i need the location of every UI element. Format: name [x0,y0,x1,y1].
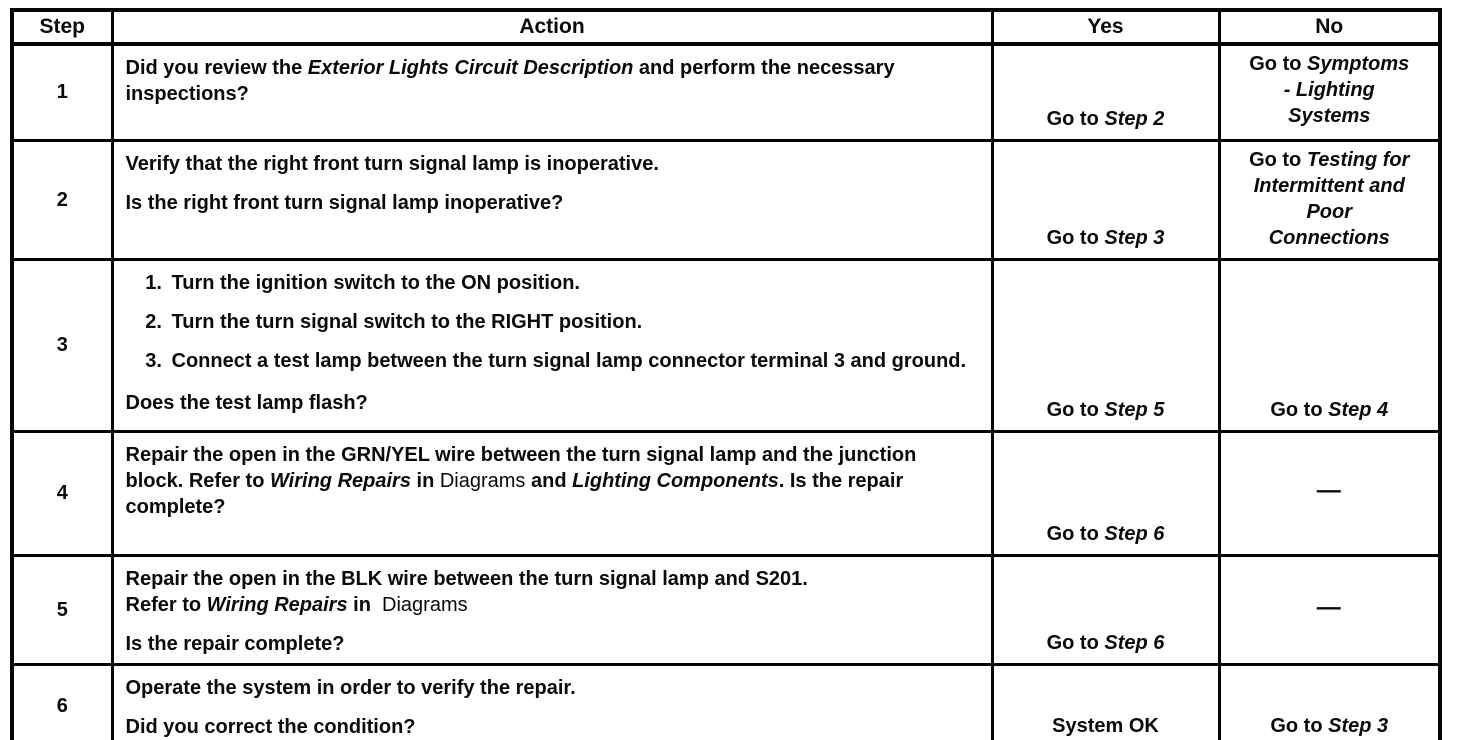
table-row-step-2: 2 Verify that the right front turn signa… [10,138,1442,261]
action-cell: Did you review the Exterior Lights Circu… [110,42,994,142]
no-cell: — [1217,429,1442,557]
table-body: 1 Did you review the Exterior Lights Cir… [10,42,1442,740]
yes-cell: Go to Step 6 [990,553,1221,666]
list-item: Turn the turn signal switch to the RIGHT… [168,309,975,335]
col-header-no: No [1217,8,1442,46]
step-cell: 6 [10,662,114,740]
action-cell: Operate the system in order to verify th… [110,662,994,740]
list-item: Turn the ignition switch to the ON posit… [168,270,975,296]
table-row-step-1: 1 Did you review the Exterior Lights Cir… [10,42,1442,142]
table-row-step-3: 3 Turn the ignition switch to the ON pos… [10,257,1442,433]
yes-cell: Go to Step 2 [990,42,1221,142]
yes-cell: Go to Step 3 [990,138,1221,261]
col-header-step: Step [10,8,114,46]
step-cell: 1 [10,42,114,142]
action-text: Repair the open in the GRN/YEL wire betw… [125,443,917,518]
action-question: Does the test lamp flash? [125,391,368,414]
no-cell: Go to Testing for Intermittent and Poor … [1217,138,1442,261]
table-row-step-5: 5 Repair the open in the BLK wire betwee… [10,553,1442,666]
yes-cell: Go to Step 6 [990,429,1221,557]
step-cell: 2 [10,138,114,261]
table-header-row: Step Action Yes No [10,8,1442,46]
table-row-step-6: 6 Operate the system in order to verify … [10,662,1442,740]
step-cell: 3 [10,257,114,433]
table-row-step-4: 4 Repair the open in the GRN/YEL wire be… [10,429,1442,557]
step-cell: 4 [10,429,114,557]
action-text: Verify that the right front turn signal … [125,152,659,175]
step-cell: 5 [10,553,114,666]
list-item: Connect a test lamp between the turn sig… [168,348,975,374]
col-header-action: Action [110,8,994,46]
no-cell: — [1217,553,1442,666]
no-cell: Go to Step 3 [1217,662,1442,740]
col-header-yes: Yes [990,8,1221,46]
diagnostic-table: Step Action Yes No 1 Did you review the … [10,8,1442,740]
action-cell: Verify that the right front turn signal … [110,138,994,261]
yes-cell: Go to Step 5 [990,257,1221,433]
action-text: Repair the open in the BLK wire between … [125,567,808,616]
table-header-row-group: Step Action Yes No [10,8,1442,46]
action-text: Did you review the Exterior Lights Circu… [125,57,895,105]
action-cell: Repair the open in the BLK wire between … [110,553,994,666]
action-cell: Turn the ignition switch to the ON posit… [110,257,994,433]
action-question: Is the repair complete? [125,632,345,655]
no-cell: Go to Step 4 [1217,257,1442,433]
no-cell: Go to Symptoms - Lighting Systems [1217,42,1442,142]
action-text: Operate the system in order to verify th… [125,676,576,699]
action-cell: Repair the open in the GRN/YEL wire betw… [110,429,994,557]
action-question: Did you correct the condition? [125,715,416,738]
action-numbered-list: Turn the ignition switch to the ON posit… [126,270,975,374]
action-question: Is the right front turn signal lamp inop… [125,191,564,214]
yes-cell: System OK [990,662,1221,740]
